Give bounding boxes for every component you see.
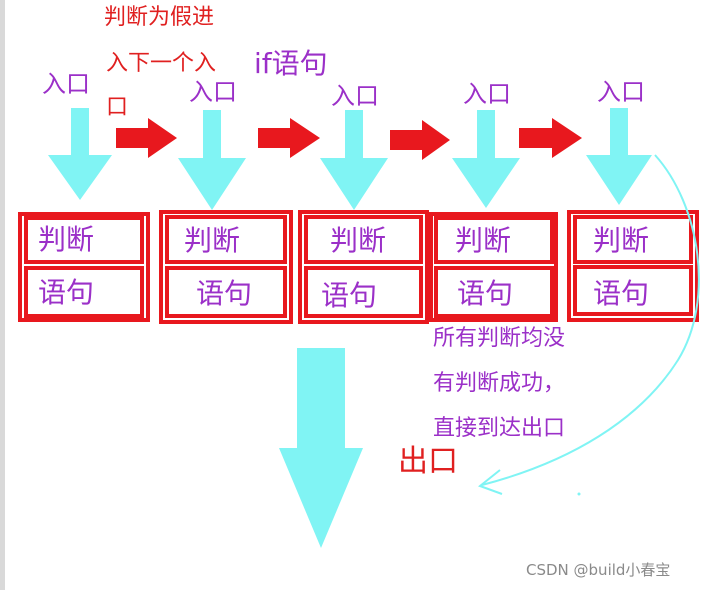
all-fail-note-line-3: 直接到达出口 (433, 416, 566, 441)
stray-dot (577, 492, 581, 496)
all-fail-note-line-2: 有判断成功， (433, 371, 566, 396)
watermark: CSDN @build小春宝 (526, 561, 671, 579)
entry-label-2: 入口 (189, 78, 237, 106)
next-entry-arrow-2 (258, 118, 320, 158)
statement-cell-3: 语句 (321, 279, 378, 312)
next-entry-arrow-3 (390, 120, 450, 160)
entry-label-5: 入口 (597, 78, 645, 106)
entry-arrow-2 (178, 110, 246, 210)
statement-cell-4: 语句 (457, 277, 514, 310)
false-note-line-2: 入下一个入 (106, 51, 217, 76)
exit-label: 出口 (398, 444, 458, 479)
bypass-curve-arrow (481, 154, 700, 486)
entry-arrow-5 (586, 108, 652, 205)
entry-label-3: 入口 (331, 82, 379, 110)
statement-cell-5: 语句 (593, 277, 650, 310)
if-block-4 (429, 212, 558, 322)
judge-cell-4: 判断 (455, 224, 512, 257)
entry-arrow-3 (320, 110, 388, 210)
next-entry-arrow-4 (519, 118, 582, 158)
diagram-title: if语句 (254, 47, 328, 80)
entry-arrow-4 (452, 110, 520, 208)
false-note-line-1: 判断为假进 (104, 5, 215, 30)
all-fail-note-line-1: 所有判断均没 (433, 326, 566, 351)
judge-cell-1: 判断 (38, 223, 95, 256)
if-block-1 (18, 212, 150, 322)
statement-cell-2: 语句 (196, 277, 253, 310)
judge-cell-5: 判断 (593, 224, 650, 257)
judge-cell-2: 判断 (184, 224, 241, 257)
if-block-5 (567, 210, 699, 322)
bypass-curve-arrowhead (477, 469, 503, 495)
if-block-3 (298, 210, 429, 324)
next-entry-arrow-1 (116, 118, 177, 158)
entry-label-4: 入口 (463, 80, 511, 108)
judge-cell-3: 判断 (330, 224, 387, 257)
left-edge-strip (0, 0, 5, 590)
if-block-2 (159, 210, 293, 324)
false-note-line-3: 口 (106, 95, 129, 120)
entry-arrow-1 (48, 108, 112, 200)
entry-label-1: 入口 (42, 70, 90, 98)
exit-arrow (279, 348, 363, 548)
statement-cell-1: 语句 (38, 276, 95, 309)
